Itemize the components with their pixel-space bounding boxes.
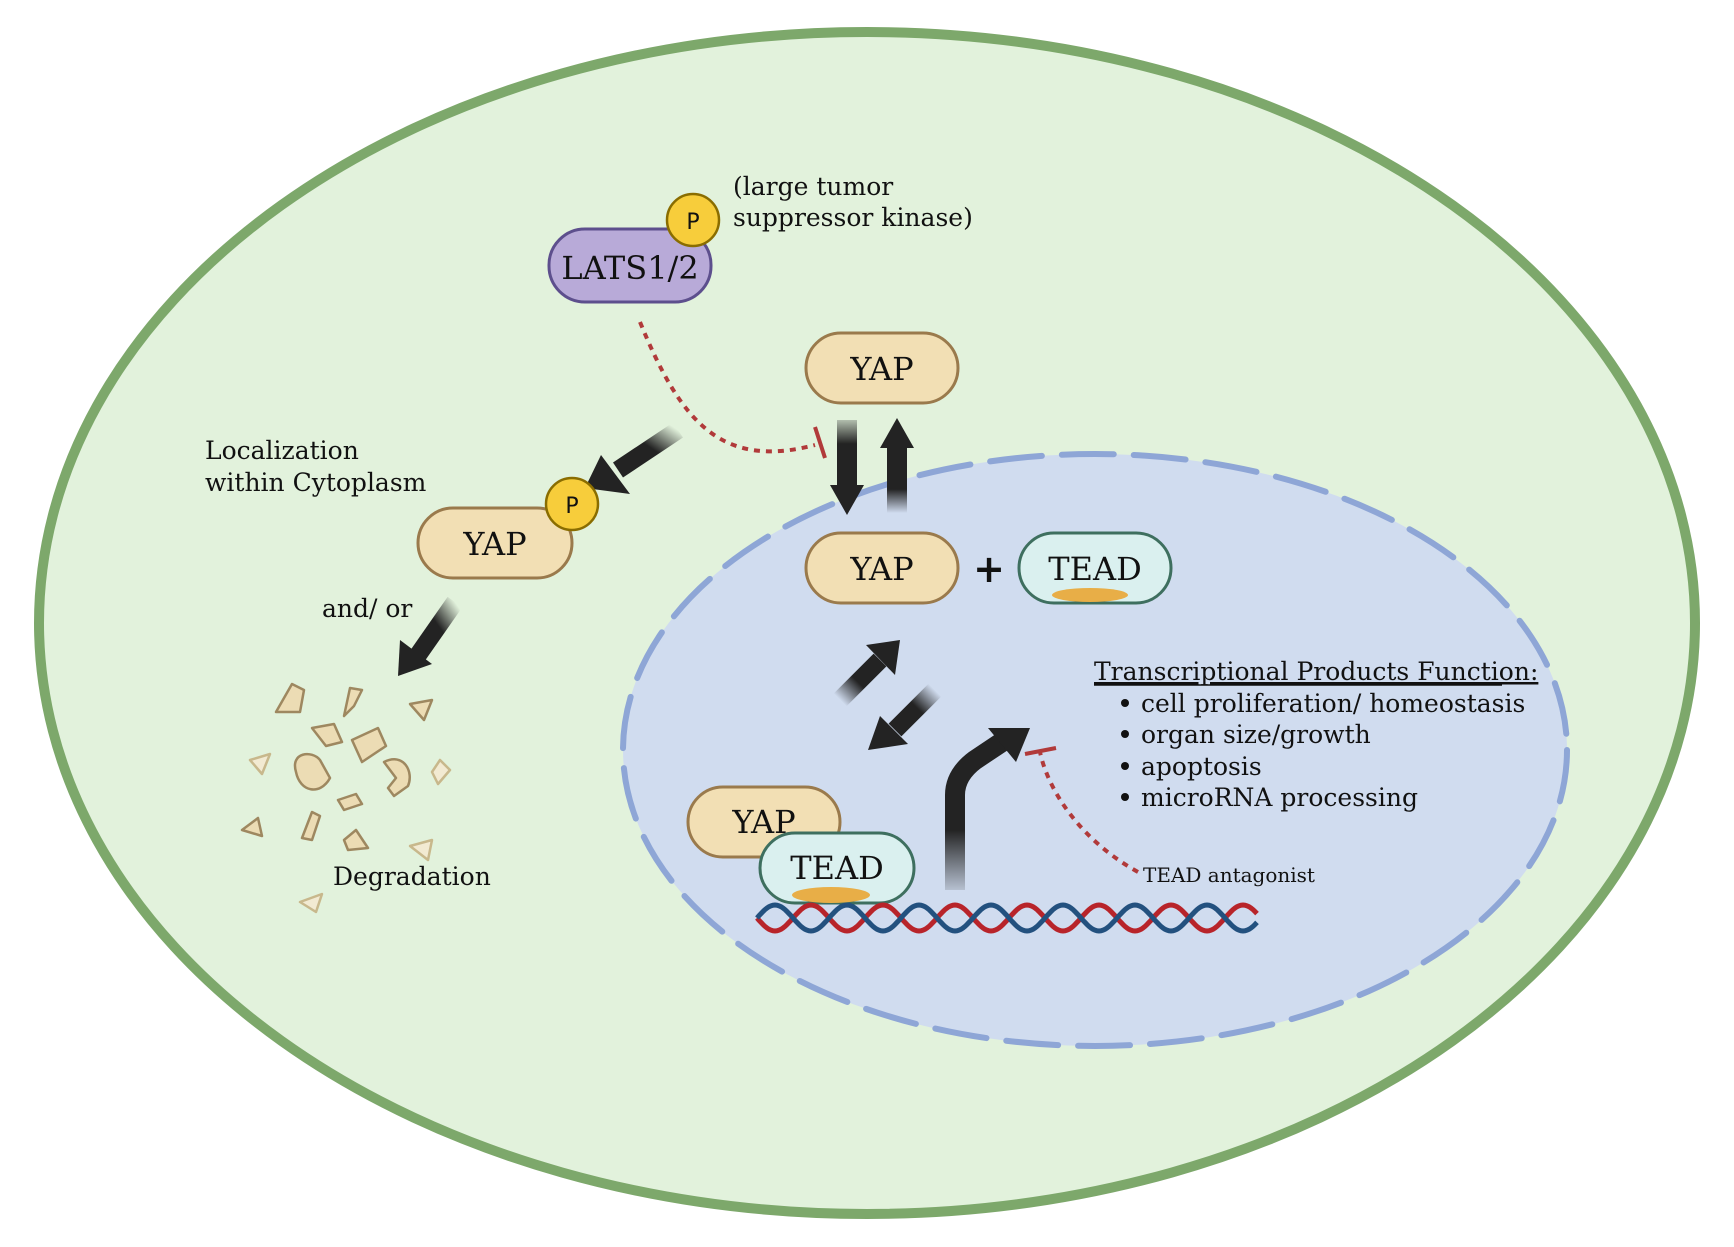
lats-phosphate-badge: P	[665, 192, 721, 248]
svg-text:TEAD: TEAD	[790, 849, 883, 887]
svg-text:microRNA processing: microRNA processing	[1141, 783, 1418, 812]
products-item-2: apoptosis	[1121, 752, 1262, 781]
svg-text:YAP: YAP	[849, 550, 913, 588]
association-arrow	[833, 640, 900, 707]
dna-helix	[755, 902, 1259, 934]
degradation-label: Degradation	[333, 862, 491, 891]
yap-nuclear: YAP	[804, 531, 960, 605]
lats-kinase: LATS1/2 P	[547, 192, 721, 304]
degraded-yap-fragments	[240, 682, 452, 914]
products-item-1: organ size/growth	[1121, 720, 1371, 749]
tead-free: TEAD	[1017, 531, 1173, 605]
lats-label: LATS1/2	[561, 249, 698, 287]
svg-text:P: P	[565, 494, 578, 519]
svg-text:YAP: YAP	[462, 525, 526, 563]
nuclear-export-arrow	[880, 418, 914, 513]
svg-text:P: P	[686, 210, 699, 235]
lats-inhibition-arrow	[638, 321, 827, 459]
yap-phosphate-badge: P	[544, 476, 600, 532]
transcription-arrow	[945, 728, 1030, 890]
nuclear-import-arrow	[830, 420, 864, 515]
tead-antagonist-label: TEAD antagonist	[1143, 863, 1315, 887]
yap-cytoplasm-free: YAP	[804, 331, 960, 405]
tead-binding-site	[1052, 588, 1128, 602]
svg-text:organ size/growth: organ size/growth	[1141, 720, 1371, 749]
yap-label: YAP	[849, 350, 913, 388]
localization-line2: within Cytoplasm	[205, 468, 427, 497]
and-or-label: and/ or	[322, 594, 412, 623]
degradation-arrow	[398, 596, 463, 676]
plus-sign: +	[973, 547, 1005, 591]
tead-dna-bound: TEAD	[758, 831, 916, 905]
dissociation-arrow	[868, 683, 942, 750]
svg-text:cell proliferation/ homeostasi: cell proliferation/ homeostasis	[1141, 689, 1525, 718]
yap-phosphorylated: YAP P	[416, 476, 600, 580]
svg-text:apoptosis: apoptosis	[1141, 752, 1262, 781]
localization-line1: Localization	[205, 436, 359, 465]
lats-note-line2: suppressor kinase)	[733, 203, 973, 232]
cytoplasm-localization-arrow	[585, 422, 683, 494]
products-list: Transcriptional Products Function: cell …	[1094, 657, 1538, 812]
tead-label: TEAD	[1048, 550, 1141, 588]
products-heading: Transcriptional Products Function:	[1094, 657, 1538, 686]
lats-note-line1: (large tumor	[733, 172, 893, 201]
tead-antagonist-inhibition	[1024, 746, 1139, 874]
products-item-3: microRNA processing	[1121, 783, 1418, 812]
products-item-0: cell proliferation/ homeostasis	[1121, 689, 1525, 718]
